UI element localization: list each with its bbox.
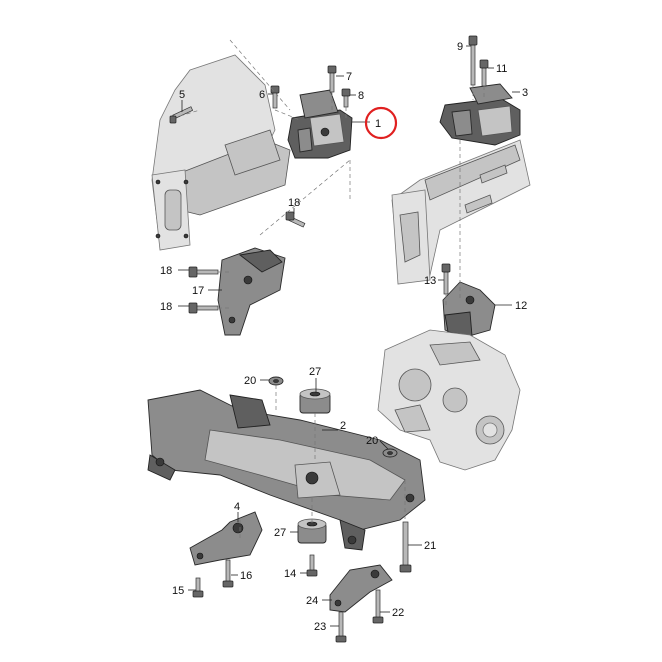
- bolt-18-middle: [188, 266, 219, 278]
- callout-5: 5: [179, 89, 185, 101]
- bolt-13: [441, 263, 451, 295]
- bolt-16: [222, 559, 234, 588]
- left-chassis-rail: [151, 54, 291, 251]
- bolt-15: [192, 577, 204, 598]
- bolt-22: [372, 589, 384, 624]
- bracket-4: [189, 511, 263, 566]
- callout-14: 14: [284, 568, 296, 580]
- bracket-17: [217, 247, 286, 336]
- leader-lines: [178, 45, 520, 627]
- callout-20-upper: 20: [244, 375, 256, 387]
- bracket-12: [442, 281, 496, 339]
- bolt-18-upper: [285, 211, 306, 228]
- callout-9: 9: [457, 41, 463, 53]
- callout-7: 7: [346, 71, 352, 83]
- bolt-21: [399, 521, 412, 573]
- callout-24: 24: [306, 595, 318, 607]
- bolt-23: [335, 611, 347, 643]
- bushing-27-lower: [297, 518, 327, 544]
- bolt-7: [327, 65, 337, 93]
- callout-18-middle: 18: [160, 265, 172, 277]
- callout-11: 11: [496, 63, 507, 75]
- bushing-27-upper: [299, 388, 331, 414]
- bolt-18-lower: [188, 302, 219, 314]
- callout-27-upper: 27: [309, 366, 321, 378]
- callout-8: 8: [358, 90, 364, 102]
- assembly-guide-lines: [179, 39, 485, 540]
- callout-12: 12: [515, 300, 527, 312]
- bolt-11: [479, 59, 489, 87]
- callout-16: 16: [240, 570, 252, 582]
- callout-27-lower: 27: [274, 527, 286, 539]
- callout-15: 15: [172, 585, 184, 597]
- callout-3: 3: [522, 87, 528, 99]
- engine-mount-1: [287, 89, 353, 159]
- bolt-6: [270, 85, 280, 109]
- callout-13: 13: [424, 275, 436, 287]
- callout-18-upper: 18: [288, 197, 300, 209]
- callout-23: 23: [314, 621, 326, 633]
- callout-6: 6: [259, 89, 265, 101]
- washer-20-upper: [268, 376, 284, 386]
- bolt-8: [341, 88, 351, 108]
- callout-1: 1: [375, 118, 381, 130]
- subframe-2: [147, 389, 426, 551]
- callout-4: 4: [234, 501, 240, 513]
- callout-21: 21: [424, 540, 436, 552]
- callout-18-lower: 18: [160, 301, 172, 313]
- right-chassis-rail: [391, 139, 531, 285]
- callout-labels: 1 2 3 4 5 6 7 8 9 11 12 13 14 15 16 17 1…: [160, 41, 528, 633]
- bracket-24: [329, 564, 393, 613]
- gearbox-housing: [377, 329, 521, 471]
- callout-22: 22: [392, 607, 404, 619]
- bolt-14: [306, 554, 318, 577]
- callout-2: 2: [340, 420, 346, 432]
- transmission-mount-3: [439, 83, 521, 146]
- callout-17: 17: [192, 285, 204, 297]
- washer-20-lower: [382, 448, 398, 458]
- highlight-circle: [364, 106, 398, 140]
- bolt-9: [468, 35, 478, 86]
- callout-20-lower: 20: [366, 435, 378, 447]
